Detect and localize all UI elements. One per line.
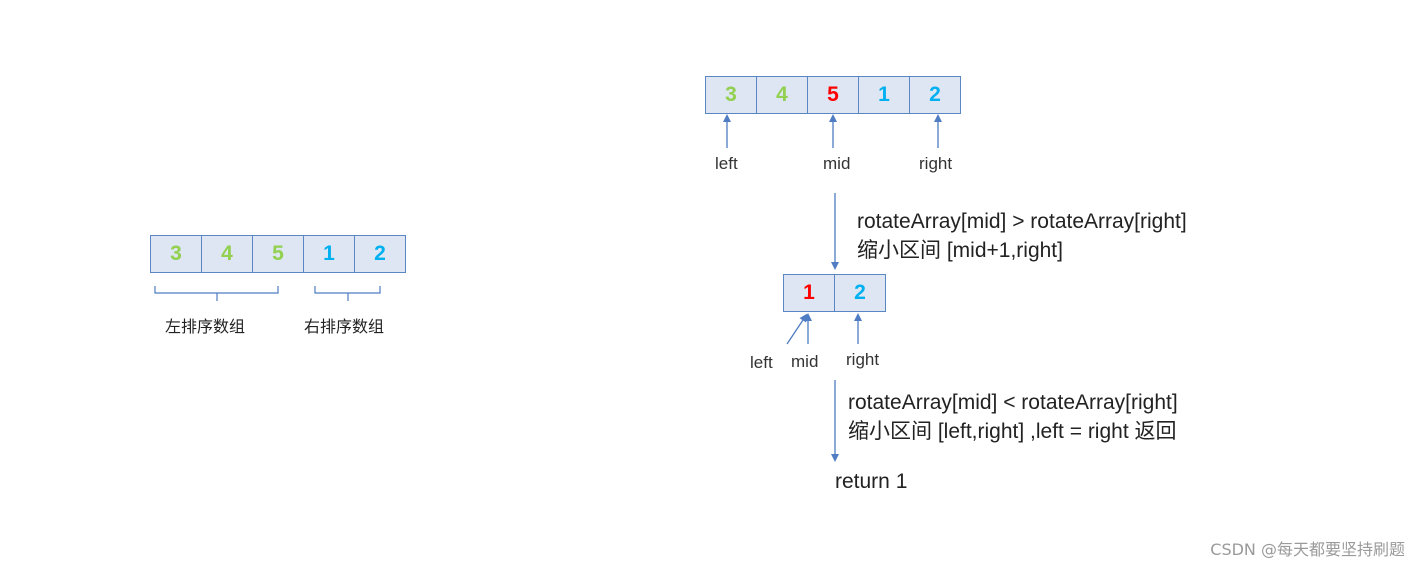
step2-left-label: left xyxy=(750,353,773,372)
step2-array-cell-1: 2 xyxy=(854,281,866,304)
rotated-array-cell-2: 5 xyxy=(253,236,304,272)
step2-array-cell-0: 1 xyxy=(784,275,835,311)
step2-right-label: right xyxy=(846,350,880,369)
step2-left-arrow xyxy=(786,313,808,345)
left-group-brace xyxy=(154,286,279,301)
step2-action: 缩小区间 [left,right] ,left = right 返回 xyxy=(848,420,1177,443)
step1-array-cell-0: 3 xyxy=(706,77,757,113)
step1-condition: rotateArray[mid] > rotateArray[right] xyxy=(857,210,1187,233)
step1-array-cell-4: 2 xyxy=(929,83,941,106)
rotated-array-cell-1: 4 xyxy=(202,236,253,272)
watermark: CSDN @每天都要坚持刷题 xyxy=(1210,540,1405,559)
right-sorted-label: 右排序数组 xyxy=(304,317,385,336)
left-sorted-label: 左排序数组 xyxy=(165,317,246,336)
step1-action: 缩小区间 [mid+1,right] xyxy=(857,239,1063,262)
step2-mid-label: mid xyxy=(791,352,819,371)
step1-array-cell-3: 1 xyxy=(859,77,910,113)
step2-condition: rotateArray[mid] < rotateArray[right] xyxy=(848,391,1178,414)
rotated-array-cell-4: 2 xyxy=(374,242,386,265)
step1-mid-label: mid xyxy=(823,154,851,173)
result-text: return 1 xyxy=(835,470,908,493)
step1-array-cell-1: 4 xyxy=(757,77,808,113)
step1-right-label: right xyxy=(919,154,953,173)
step1-left-label: left xyxy=(715,154,738,173)
rotated-array-cell-0: 3 xyxy=(151,236,202,272)
step1-array-cell-2: 5 xyxy=(808,77,859,113)
rotated-array-cell-3: 1 xyxy=(304,236,355,272)
right-group-brace xyxy=(314,286,381,301)
